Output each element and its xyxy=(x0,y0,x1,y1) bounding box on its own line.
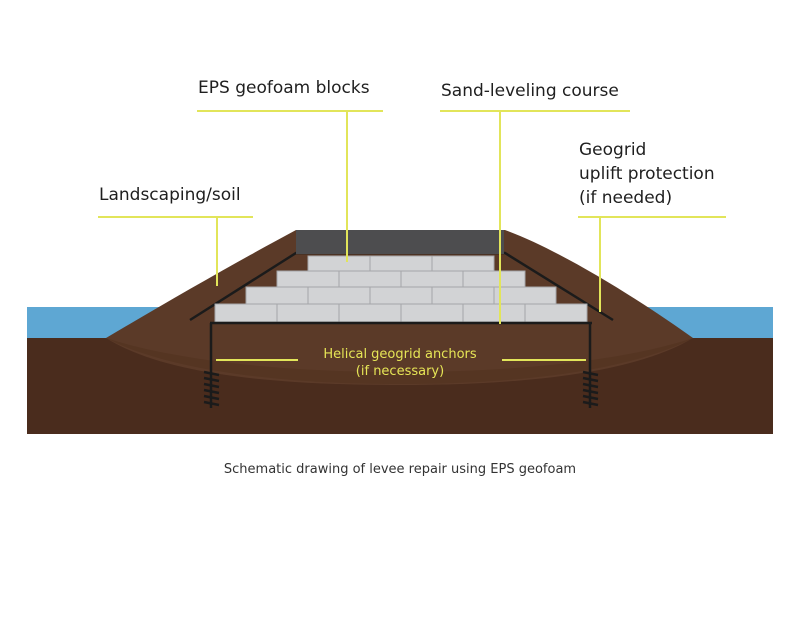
landscaping-label-rule xyxy=(98,216,253,218)
label-landscaping: Landscaping/soil xyxy=(99,183,241,207)
leader-lines xyxy=(216,112,601,361)
figure-caption: Schematic drawing of levee repair using … xyxy=(223,462,577,477)
helical-anchor-right xyxy=(582,323,599,408)
label-eps-blocks-text: EPS geofoam blocks xyxy=(198,78,370,98)
sand-label-rule xyxy=(440,110,630,112)
label-geogrid: Geogrid uplift protection (if needed) xyxy=(579,138,715,210)
label-sand-course-text: Sand-leveling course xyxy=(441,81,619,101)
label-landscaping-text: Landscaping/soil xyxy=(99,185,241,205)
levee-core xyxy=(106,338,693,384)
pavement-cap xyxy=(296,230,504,254)
eps-label-rule xyxy=(197,110,383,112)
label-geogrid-line2: uplift protection xyxy=(579,164,715,184)
label-sand-course: Sand-leveling course xyxy=(441,79,619,103)
label-geogrid-line3: (if needed) xyxy=(579,188,673,208)
label-anchors-line1: Helical geogrid anchors xyxy=(323,347,477,362)
label-helical-anchors: Helical geogrid anchors (if necessary) xyxy=(300,346,500,380)
geogrid-label-rule xyxy=(578,216,726,218)
eps-blocks xyxy=(214,255,588,323)
label-eps-blocks: EPS geofoam blocks xyxy=(198,76,370,100)
label-geogrid-line1: Geogrid xyxy=(579,140,647,160)
helical-anchor-left xyxy=(203,323,220,408)
label-anchors-line2: (if necessary) xyxy=(355,364,445,379)
